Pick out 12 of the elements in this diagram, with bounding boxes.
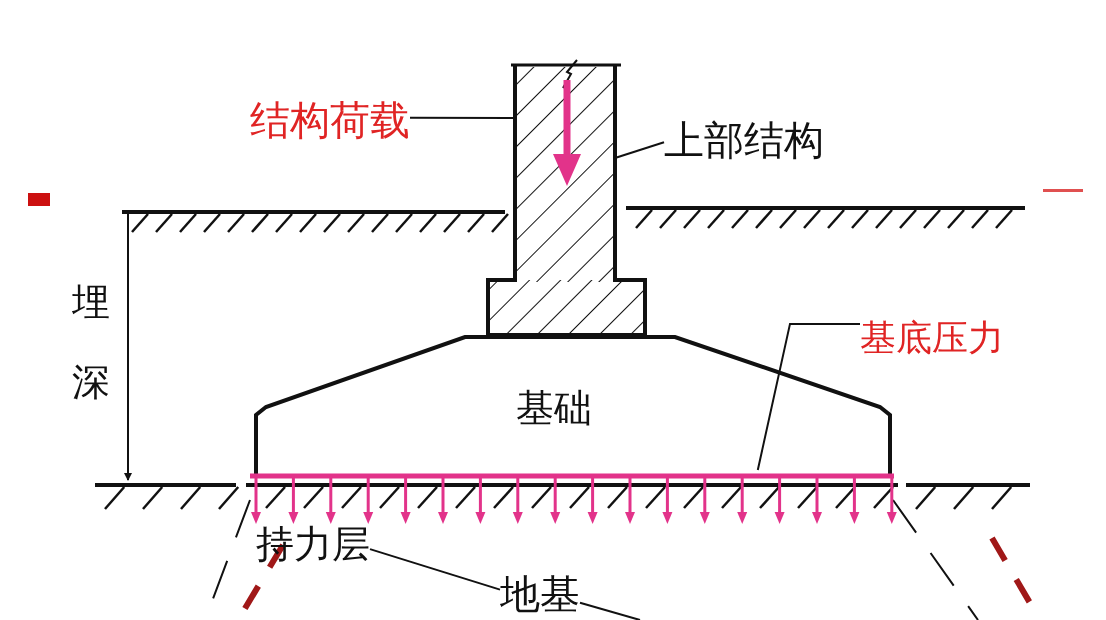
part-label: 持力层 xyxy=(256,524,370,566)
leader-line xyxy=(756,322,861,471)
load-label: 结构荷载 xyxy=(250,98,410,142)
part-label: 上部结构 xyxy=(664,118,824,162)
part-label: 基础 xyxy=(516,388,592,430)
load-label: 基底压力 xyxy=(860,318,1004,358)
leader-line xyxy=(409,116,516,119)
part-label: 地基 xyxy=(500,572,580,616)
leader-line xyxy=(369,548,501,591)
dimension-label: 埋深 xyxy=(72,279,110,406)
leader-line xyxy=(579,601,641,620)
leader-line xyxy=(614,141,665,159)
